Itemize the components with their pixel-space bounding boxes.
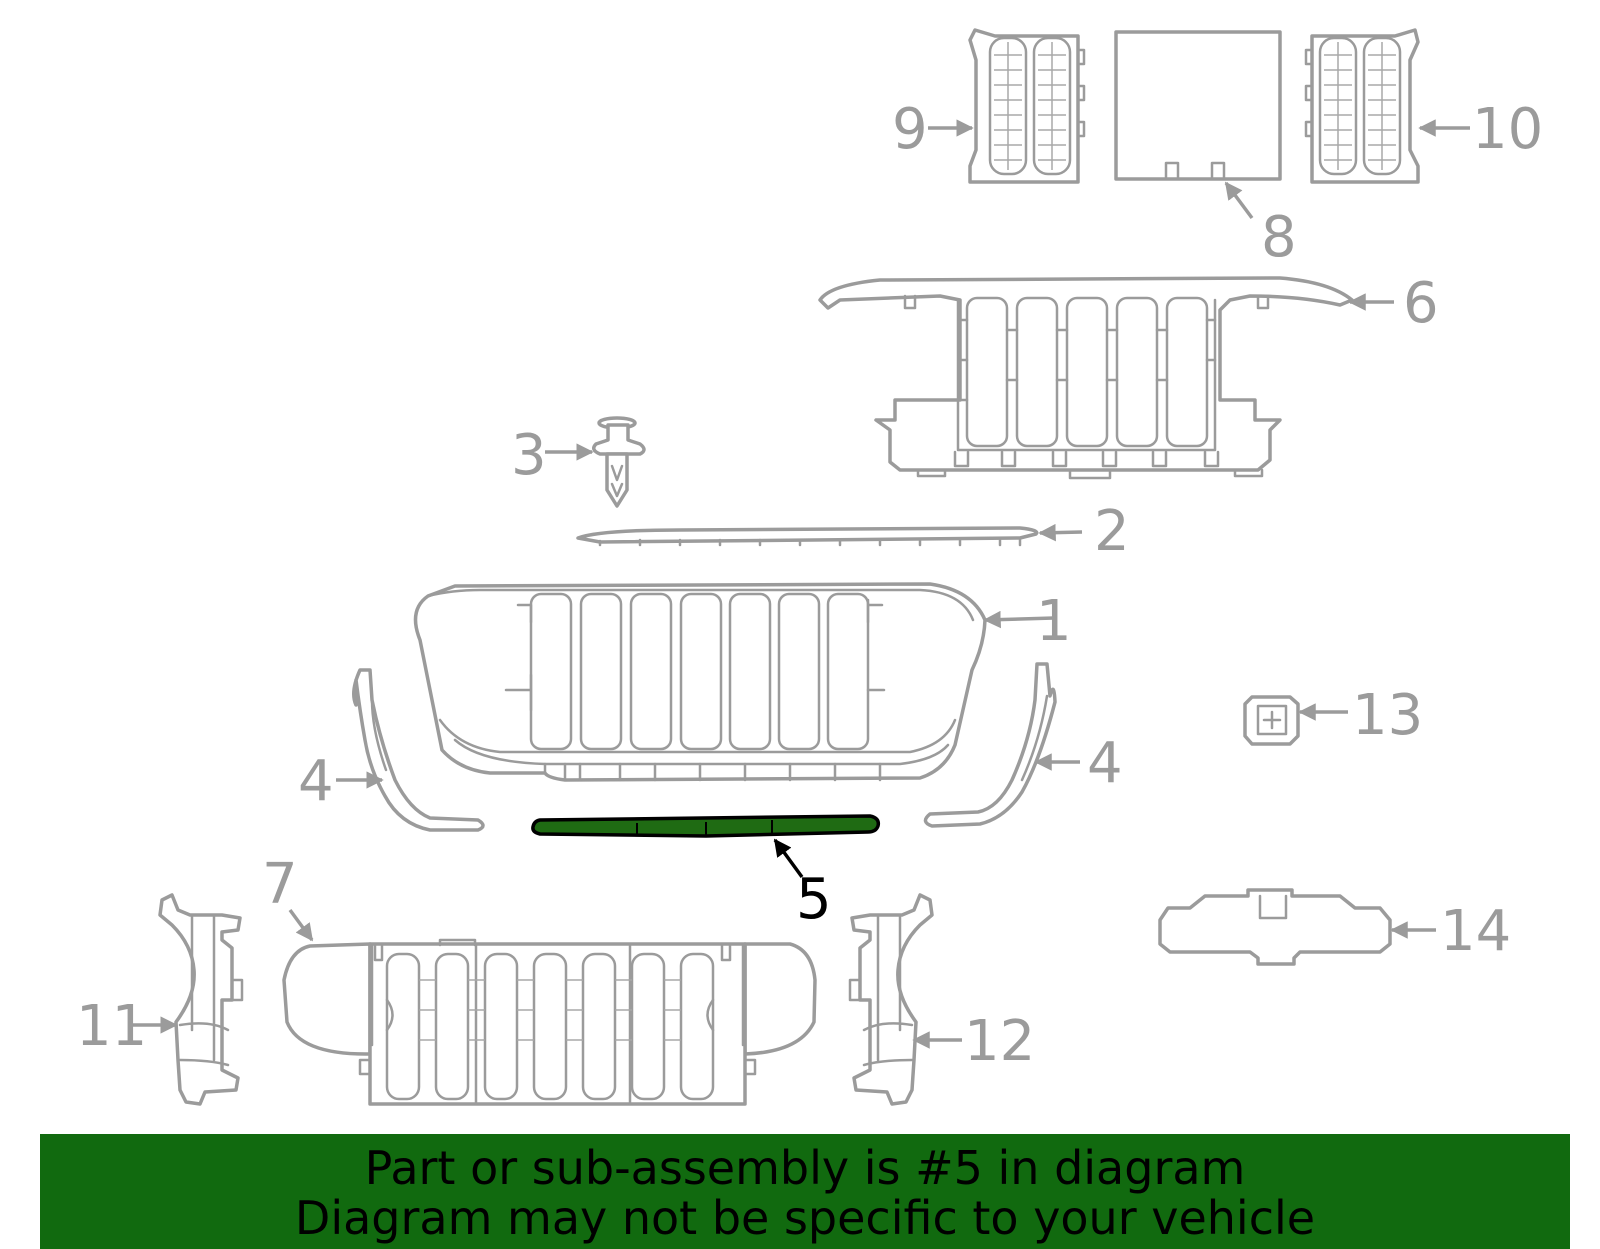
part-5-lower-strip-highlighted[interactable] — [531, 814, 881, 838]
part-14-lower-bar[interactable] — [1158, 888, 1392, 966]
callout-12: 12 — [964, 1009, 1035, 1074]
callout-5: 5 — [796, 867, 832, 932]
callout-4-left: 4 — [298, 749, 334, 814]
part-11-bracket-left[interactable] — [158, 893, 244, 1106]
callout-9: 9 — [892, 97, 928, 162]
callout-arrows — [128, 119, 1470, 1049]
info-banner: Part or sub-assembly is #5 in diagram Di… — [40, 1134, 1570, 1249]
callout-14: 14 — [1440, 899, 1511, 964]
callout-6: 6 — [1403, 271, 1439, 336]
callout-numbers: 1 2 3 4 4 5 6 7 8 9 10 11 12 13 14 — [76, 97, 1543, 1074]
part-2-molding-strip[interactable] — [576, 526, 1039, 547]
callout-8: 8 — [1261, 205, 1297, 270]
part-6-reinforcement[interactable] — [818, 276, 1354, 480]
part-8-panel[interactable] — [1114, 30, 1282, 181]
part-13-clip[interactable] — [1243, 695, 1300, 746]
callout-1: 1 — [1036, 589, 1072, 654]
callout-2: 2 — [1094, 499, 1130, 564]
part-12-bracket-right[interactable] — [848, 893, 934, 1106]
part-1-grille[interactable] — [413, 582, 987, 782]
callout-10: 10 — [1472, 97, 1543, 162]
callout-7: 7 — [262, 852, 298, 917]
part-4-molding-right[interactable] — [923, 662, 1057, 828]
part-4-molding-left[interactable] — [352, 668, 485, 832]
callout-4-right: 4 — [1087, 731, 1123, 796]
callout-13: 13 — [1352, 683, 1423, 748]
callout-3: 3 — [511, 423, 547, 488]
part-10-vent-right[interactable] — [1304, 28, 1420, 184]
callout-11: 11 — [76, 994, 147, 1059]
part-3-push-pin[interactable] — [592, 416, 646, 508]
part-9-vent-left[interactable] — [968, 28, 1086, 184]
part-7-grille-shell[interactable] — [282, 938, 817, 1106]
banner-line-2: Diagram may not be specific to your vehi… — [294, 1191, 1316, 1245]
banner-line-1: Part or sub-assembly is #5 in diagram — [364, 1141, 1246, 1195]
